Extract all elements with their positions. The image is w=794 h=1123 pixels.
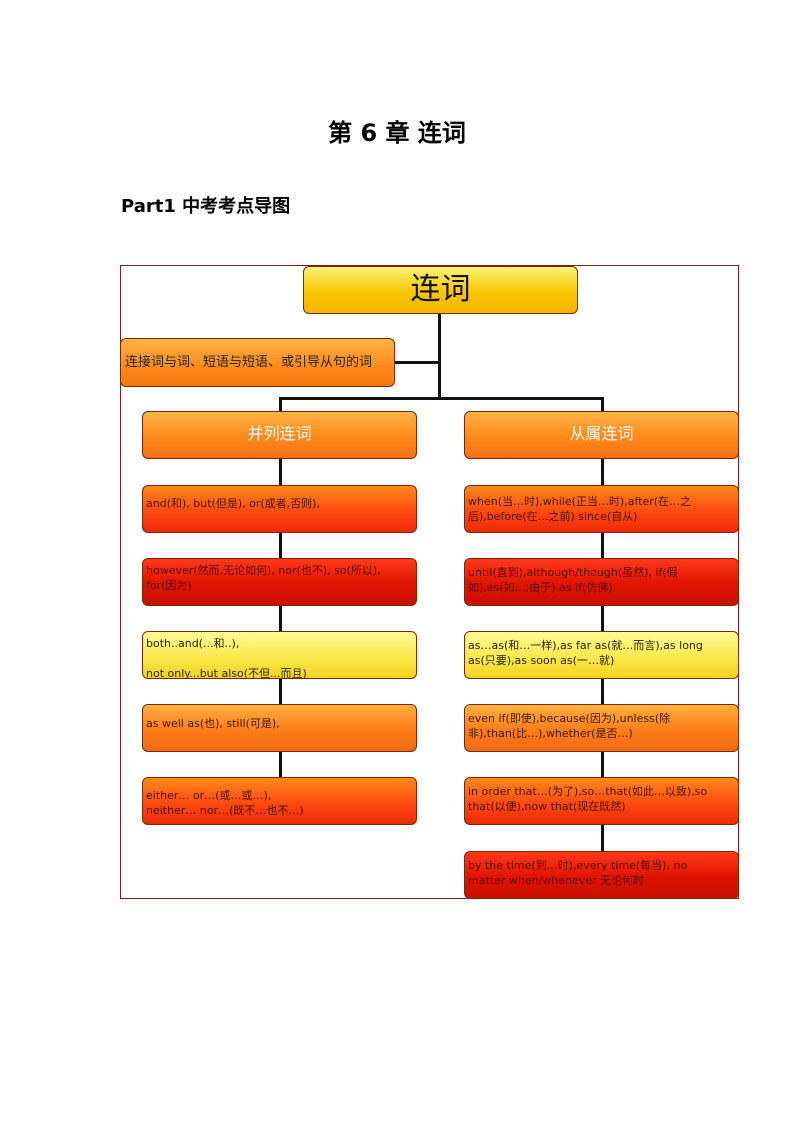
left-item-1-line-0: however(然而,无论如何), nor(也不), so(所以),	[146, 564, 381, 577]
right-item-0: when(当…时),while(正当…时),after(在…之 后),befor…	[464, 485, 739, 533]
definition-node: 连接词与词、短语与短语、或引导从句的词	[120, 338, 395, 387]
connector-split	[279, 397, 603, 400]
right-item-1-line-1: 如),as(如…;由于) as if(仿佛)	[468, 581, 613, 594]
left-item-0: and(和), but(但是), or(或者,否则),	[142, 485, 417, 533]
right-item-5-line-1: matter when/whenever 无论何时	[468, 874, 645, 887]
chapter-title: 第 6 章 连词	[328, 119, 466, 147]
left-item-2-line-0: both..and(...和..),	[146, 637, 240, 650]
root-node: 连词	[303, 266, 578, 314]
connector-definition	[395, 361, 439, 364]
right-item-3-line-0: even if(即使),because(因为),unless(除	[468, 712, 671, 725]
connector-right-drop	[601, 397, 604, 411]
left-item-4: either… or…(或…或…), neither… nor…(既不…也不…)	[142, 777, 417, 825]
left-item-1: however(然而,无论如何), nor(也不), so(所以), for(因…	[142, 558, 417, 606]
left-item-4-line-1: neither… nor…(既不…也不…)	[146, 804, 304, 817]
subordinating-conjunctions-node: 从属连词	[464, 411, 739, 459]
right-item-2-line-1: as(只要),as soon as(一…就)	[468, 654, 615, 667]
right-item-0-line-1: 后),before(在…之前) since(自从)	[468, 510, 638, 523]
left-item-2: both..and(...和..), not only...but also(不…	[142, 631, 417, 679]
left-item-4-line-0: either… or…(或…或…),	[146, 789, 272, 802]
connector-root-trunk	[438, 314, 441, 398]
right-item-2: as…as(和…一样),as far as(就…而言),as long as(只…	[464, 631, 739, 679]
left-item-3: as well as(也), still(可是),	[142, 704, 417, 752]
right-item-1: until(直到),although/though(虽然), if(假 如),a…	[464, 558, 739, 606]
left-item-1-line-1: for(因为)	[146, 579, 192, 592]
left-item-3-line-0: as well as(也), still(可是),	[146, 717, 280, 730]
coordinating-conjunctions-node: 并列连词	[142, 411, 417, 459]
right-item-4: in order that…(为了),so…that(如此…以致),so tha…	[464, 777, 739, 825]
right-item-3: even if(即使),because(因为),unless(除 非),than…	[464, 704, 739, 752]
right-item-5-line-0: by the time(到…时),every time(每当), no	[468, 859, 688, 872]
right-item-1-line-0: until(直到),although/though(虽然), if(假	[468, 566, 678, 579]
right-item-4-line-1: that(以便),now that(现在既然)	[468, 800, 626, 813]
right-item-5: by the time(到…时),every time(每当), no matt…	[464, 851, 739, 899]
part-title: Part1 中考考点导图	[121, 196, 291, 217]
left-item-2-line-2: not only...but also(不但...而且)	[146, 667, 307, 679]
right-item-0-line-0: when(当…时),while(正当…时),after(在…之	[468, 495, 692, 508]
right-item-2-line-0: as…as(和…一样),as far as(就…而言),as long	[468, 639, 703, 652]
right-item-3-line-1: 非),than(比…),whether(是否…)	[468, 727, 633, 740]
connector-left-column	[279, 459, 282, 777]
left-item-0-line-0: and(和), but(但是), or(或者,否则),	[146, 497, 320, 510]
right-item-4-line-0: in order that…(为了),so…that(如此…以致),so	[468, 785, 708, 798]
connector-left-drop	[279, 397, 282, 411]
